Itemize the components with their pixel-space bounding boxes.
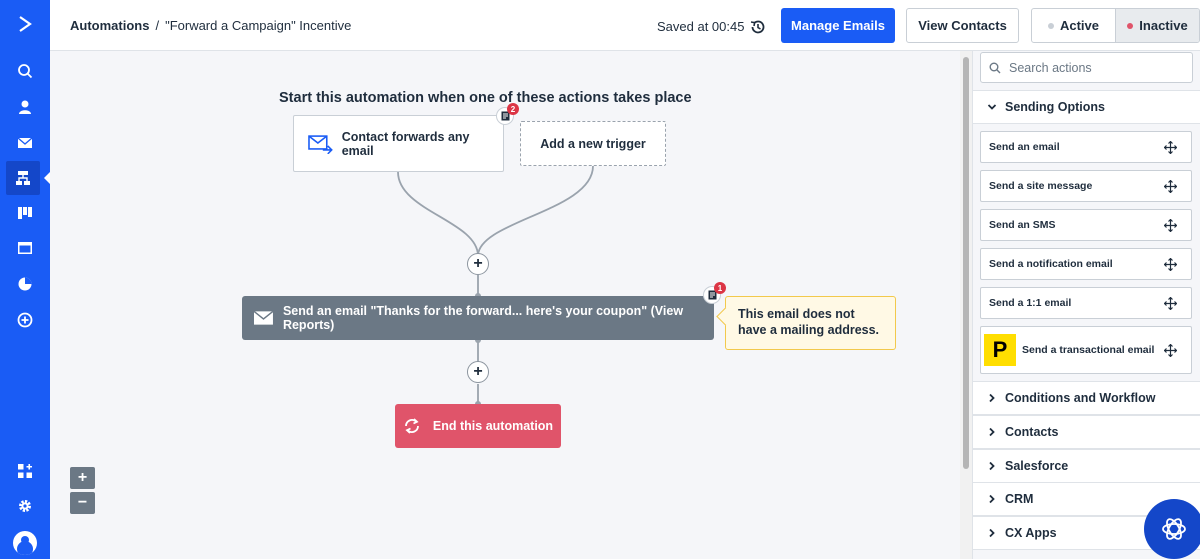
email-forward-icon: [308, 134, 333, 154]
actions-panel: Sending Options Send an email Send a sit…: [972, 51, 1200, 559]
action-item-label: Send a transactional email: [1022, 344, 1155, 356]
end-label: End this automation: [432, 419, 554, 433]
gear-icon[interactable]: [0, 489, 50, 523]
breadcrumb: Automations / "Forward a Campaign" Incen…: [70, 18, 351, 33]
action-send-email[interactable]: Send an email: [980, 131, 1192, 163]
trigger-label: Contact forwards any email: [341, 129, 470, 158]
add-trigger-button[interactable]: Add a new trigger: [520, 121, 666, 166]
add-icon[interactable]: [0, 303, 50, 337]
manage-emails-button[interactable]: Manage Emails: [781, 8, 895, 43]
website-icon[interactable]: [0, 231, 50, 265]
view-contacts-button[interactable]: View Contacts: [906, 8, 1019, 43]
left-nav: [0, 0, 50, 559]
chevron-down-icon: [987, 104, 997, 110]
search-icon[interactable]: [0, 54, 50, 88]
status-active-label: Active: [1059, 18, 1100, 33]
inactive-dot-icon: [1127, 22, 1134, 29]
drag-move-icon[interactable]: [1164, 141, 1177, 154]
canvas-title: Start this automation when one of these …: [279, 90, 692, 106]
note-icon: [501, 111, 509, 121]
end-automation-node[interactable]: End this automation: [395, 404, 561, 448]
email-icon[interactable]: [0, 126, 50, 160]
action-item-label: Send an SMS: [989, 219, 1056, 231]
zoom-in-button[interactable]: +: [70, 467, 95, 489]
workflow-connectors: [397, 165, 594, 407]
action-notes-badge[interactable]: 1: [703, 282, 726, 304]
history-icon[interactable]: [749, 18, 767, 36]
search-actions-field[interactable]: [980, 52, 1193, 83]
pipelines-icon[interactable]: [0, 196, 50, 230]
loop-icon: [405, 418, 419, 434]
trigger-card[interactable]: Contact forwards any email: [293, 115, 504, 172]
breadcrumb-current: "Forward a Campaign" Incentive: [165, 18, 352, 33]
breadcrumb-automations-link[interactable]: Automations: [70, 18, 150, 33]
automations-icon[interactable]: [6, 161, 40, 195]
drag-move-icon[interactable]: [1164, 219, 1177, 232]
postmark-logo-icon: P: [984, 334, 1016, 366]
action-item-label: Send a 1:1 email: [989, 297, 1072, 309]
status-inactive-label: Inactive: [1139, 18, 1188, 33]
chat-assistant-icon: [1162, 518, 1186, 540]
status-inactive-option[interactable]: Inactive: [1115, 9, 1199, 42]
send-email-action[interactable]: Send an email "Thanks for the forward...…: [242, 296, 714, 340]
action-badge-count: 1: [714, 282, 726, 294]
action-send-transactional-email[interactable]: P Send a transactional email: [980, 326, 1192, 374]
active-dot-icon: [1047, 22, 1054, 29]
chevron-right-icon: [989, 528, 995, 538]
add-step-button-2[interactable]: +: [467, 361, 489, 383]
status-active-option[interactable]: Active: [1032, 9, 1115, 42]
drag-move-icon[interactable]: [1164, 297, 1177, 310]
search-actions-input[interactable]: [1009, 60, 1179, 75]
apps-icon[interactable]: [0, 454, 50, 488]
drag-move-icon[interactable]: [1164, 180, 1177, 193]
section-salesforce[interactable]: Salesforce: [973, 449, 1200, 483]
drag-move-icon[interactable]: [1164, 258, 1177, 271]
action-label: Send an email "Thanks for the forward...…: [282, 304, 684, 332]
action-item-label: Send a site message: [989, 180, 1093, 192]
action-send-site-message[interactable]: Send a site message: [980, 170, 1192, 202]
chevron-right-icon: [989, 494, 995, 504]
add-step-button-1[interactable]: +: [467, 253, 489, 275]
saved-status: Saved at 00:45: [657, 19, 745, 34]
scrollbar-thumb[interactable]: [963, 57, 969, 469]
logo-icon[interactable]: [0, 7, 50, 41]
section-label: CRM: [1005, 492, 1034, 506]
drag-move-icon[interactable]: [1164, 344, 1177, 357]
action-item-label: Send a notification email: [989, 258, 1113, 270]
automation-canvas[interactable]: Start this automation when one of these …: [50, 51, 960, 559]
contacts-icon[interactable]: [0, 90, 50, 124]
section-label: Salesforce: [1005, 459, 1069, 473]
action-send-sms[interactable]: Send an SMS: [980, 209, 1192, 241]
top-header: Automations / "Forward a Campaign" Incen…: [50, 0, 1200, 51]
section-label: Conditions and Workflow: [1005, 391, 1156, 405]
envelope-icon: [254, 311, 273, 325]
status-toggle: Active Inactive: [1031, 8, 1200, 43]
chevron-right-icon: [989, 393, 995, 403]
section-label: Sending Options: [1005, 100, 1105, 114]
breadcrumb-separator: /: [155, 18, 160, 33]
action-send-notification-email[interactable]: Send a notification email: [980, 248, 1192, 280]
action-item-label: Send an email: [989, 141, 1060, 153]
section-conditions-workflow[interactable]: Conditions and Workflow: [973, 381, 1200, 415]
zoom-out-button[interactable]: −: [70, 492, 95, 514]
section-contacts[interactable]: Contacts: [973, 415, 1200, 449]
mailing-address-warning: This email does not have a mailing addre…: [725, 296, 896, 350]
search-icon: [989, 62, 1001, 73]
reports-icon[interactable]: [0, 267, 50, 301]
canvas-scrollbar[interactable]: [960, 51, 972, 559]
chevron-right-icon: [989, 461, 995, 471]
nav-active-caret: [44, 172, 50, 184]
note-icon: [708, 290, 716, 300]
avatar[interactable]: [13, 531, 37, 555]
trigger-badge-count: 2: [507, 103, 519, 115]
action-send-1-1-email[interactable]: Send a 1:1 email: [980, 287, 1192, 319]
chat-assistant-button[interactable]: [1144, 499, 1200, 559]
trigger-notes-badge[interactable]: 2: [496, 103, 519, 125]
section-label: CX Apps: [1005, 526, 1057, 540]
chevron-right-icon: [989, 427, 995, 437]
section-sending-options[interactable]: Sending Options: [973, 90, 1200, 124]
section-label: Contacts: [1005, 425, 1059, 439]
